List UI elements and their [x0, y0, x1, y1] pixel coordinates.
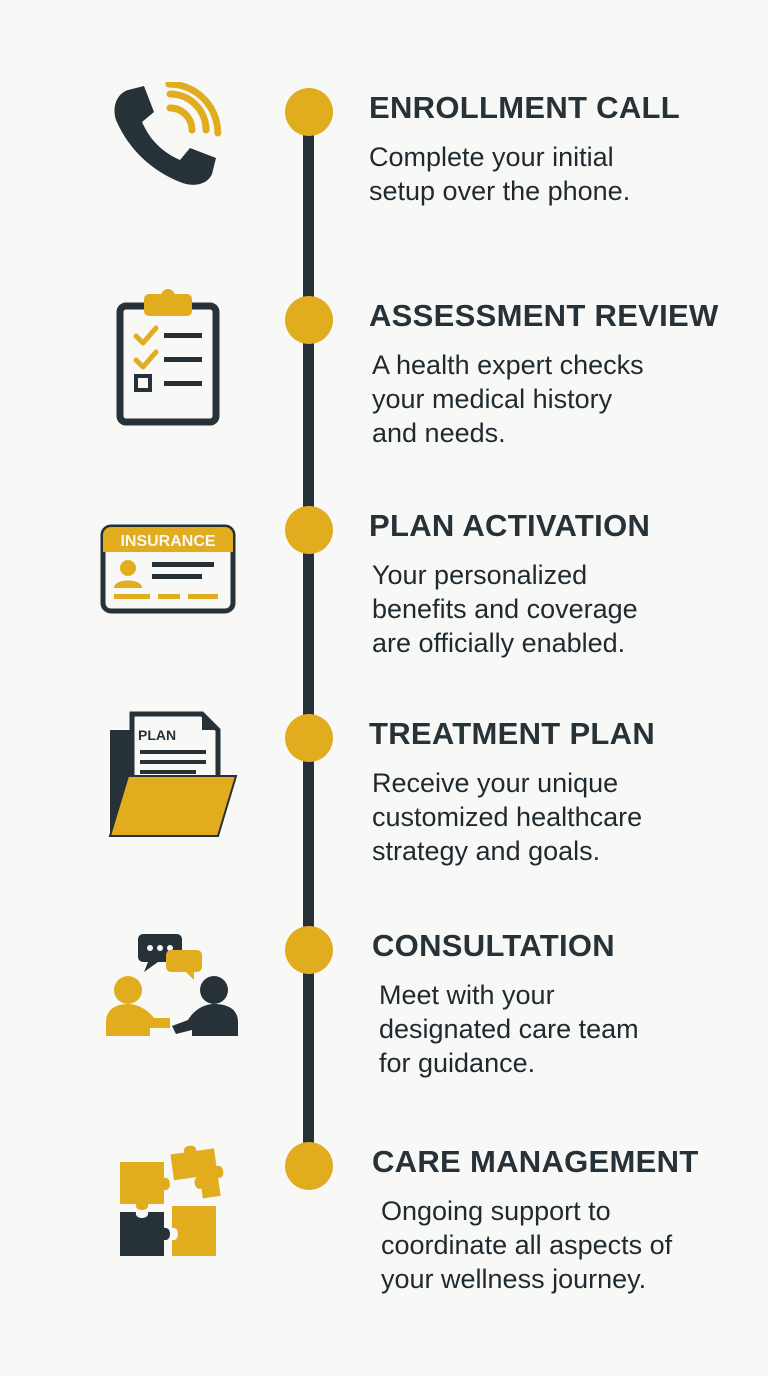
timeline-step-consultation: CONSULTATION Meet with your designated c… — [0, 926, 768, 1150]
consultation-icon — [104, 932, 240, 1052]
step-description: Meet with your designated care team for … — [379, 980, 639, 1078]
step-title: ASSESSMENT REVIEW — [369, 298, 719, 333]
step-title: TREATMENT PLAN — [369, 716, 656, 751]
timeline-step-plan-activation: INSURANCE PLAN ACTIVATION Your personali… — [0, 506, 768, 730]
step-description: Ongoing support to coordinate all aspect… — [381, 1196, 673, 1294]
timeline-step-assessment: ASSESSMENT REVIEW A health expert checks… — [0, 289, 768, 520]
timeline-dot — [285, 506, 333, 554]
step-description: Receive your unique customized healthcar… — [372, 768, 643, 866]
plan-label: PLAN — [138, 727, 176, 743]
step-description: Your personalized benefits and coverage … — [372, 560, 638, 658]
timeline-dot — [285, 88, 333, 136]
step-title: ENROLLMENT CALL — [369, 90, 681, 125]
plan-folder-icon: PLAN — [106, 710, 238, 844]
phone-icon — [110, 82, 225, 192]
puzzle-icon — [118, 1142, 240, 1260]
timeline-step-treatment-plan: PLAN TREATMENT PLAN Receive your unique … — [0, 711, 768, 938]
timeline-dot — [285, 296, 333, 344]
step-description: Complete your initial setup over the pho… — [369, 142, 631, 206]
insurance-label: INSURANCE — [120, 533, 215, 550]
timeline-dot — [285, 926, 333, 974]
step-description: A health expert checks your medical hist… — [372, 350, 644, 448]
step-title: CARE MANAGEMENT — [372, 1144, 699, 1179]
insurance-card-icon: INSURANCE — [100, 524, 236, 616]
timeline-step-enrollment: ENROLLMENT CALL Complete your initial se… — [0, 82, 768, 312]
step-title: CONSULTATION — [372, 928, 615, 963]
timeline-dot — [285, 714, 333, 762]
timeline-step-care-management: CARE MANAGEMENT Ongoing support to coord… — [0, 1142, 768, 1366]
timeline-line — [303, 112, 314, 1172]
timeline-dot — [285, 1142, 333, 1190]
step-title: PLAN ACTIVATION — [369, 508, 651, 543]
clipboard-icon — [116, 288, 220, 428]
